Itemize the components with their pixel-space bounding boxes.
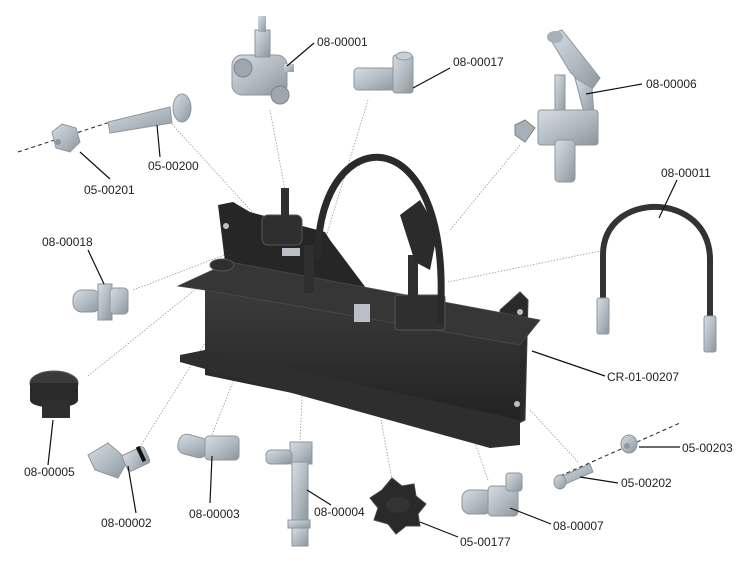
- leader-05-00177: [419, 521, 459, 538]
- plate-bolt: [223, 223, 229, 229]
- leader-05-00201: [79, 151, 111, 180]
- label-08-00011: 08-00011: [661, 166, 711, 180]
- reservoir-front: [205, 285, 520, 440]
- leader-08-00005: [47, 419, 54, 466]
- breather-on-tank: [209, 258, 235, 272]
- label-08-00006: 08-00006: [646, 77, 697, 91]
- label-05-00177: 05-00177: [460, 535, 511, 549]
- label-08-00004: 08-00004: [314, 505, 365, 519]
- leader-08-00017: [412, 67, 451, 89]
- axis-line-05-00203: [559, 422, 681, 477]
- label-CR-01-00207: CR-01-00207: [607, 370, 679, 384]
- swivel-on-tank: [282, 248, 300, 256]
- arched-hose: [314, 153, 445, 324]
- leader-08-00002: [127, 465, 137, 514]
- leader-08-00018: [87, 249, 105, 285]
- label-08-00007: 08-00007: [553, 519, 604, 533]
- label-08-00003: 08-00003: [189, 507, 240, 521]
- part-05-00200[interactable]: [107, 93, 192, 134]
- leader-08-00001: [286, 42, 315, 67]
- bracket-bolt: [517, 309, 523, 315]
- part-05-00201[interactable]: [51, 123, 81, 153]
- label-08-00001: 08-00001: [317, 35, 368, 49]
- axis-line-05-00201: [17, 121, 111, 153]
- explode-line-08-00002: [139, 251, 263, 448]
- reservoir-assembly[interactable]: [176, 153, 541, 448]
- part-05-00202[interactable]: [553, 463, 594, 490]
- part-labels: 08-00001 08-00017 08-00006 05-00200 05-0…: [24, 35, 733, 549]
- label-08-00018: 08-00018: [42, 235, 93, 249]
- leader-08-00011: [658, 179, 678, 219]
- leader-08-00004: [306, 489, 332, 506]
- leader-08-00007: [509, 507, 552, 525]
- part-08-00005[interactable]: [29, 370, 79, 418]
- part-08-00006[interactable]: [514, 29, 601, 183]
- bottom-flange: [180, 350, 520, 448]
- part-05-00203[interactable]: [620, 434, 638, 454]
- leader-05-00200: [156, 124, 161, 158]
- part-08-00002[interactable]: [87, 442, 151, 479]
- label-05-00200: 05-00200: [148, 159, 199, 173]
- label-08-00017: 08-00017: [453, 55, 504, 69]
- label-08-00005: 08-00005: [24, 465, 75, 479]
- part-08-00004[interactable]: [265, 441, 313, 547]
- label-05-00201: 05-00201: [84, 183, 135, 197]
- leader-08-00003: [209, 455, 213, 504]
- part-08-00001[interactable]: [231, 16, 294, 105]
- valve-stem: [281, 188, 289, 216]
- part-08-00011[interactable]: [596, 203, 717, 353]
- label-08-00002: 08-00002: [101, 516, 152, 530]
- axis-dashed-lines: [17, 121, 681, 477]
- explode-line-05-00202: [529, 409, 579, 463]
- part-08-00007[interactable]: [461, 472, 523, 517]
- part-08-00017[interactable]: [353, 51, 414, 94]
- explode-line-08-00011: [447, 249, 606, 283]
- leader-08-00006: [585, 83, 643, 95]
- pump-handle-on-tank: [400, 200, 438, 270]
- leader-05-00202: [579, 476, 619, 484]
- explode-line-08-00006: [449, 144, 521, 231]
- part-08-00003[interactable]: [176, 432, 240, 461]
- pump-piston: [408, 255, 418, 297]
- valve-on-tank: [261, 214, 303, 246]
- label-05-00202: 05-00202: [621, 476, 672, 490]
- tee-on-tank: [304, 245, 314, 293]
- leader-lines: [47, 42, 680, 538]
- part-05-00177[interactable]: [369, 477, 427, 535]
- label-05-00203: 05-00203: [682, 441, 733, 455]
- explode-line-05-00177: [361, 314, 393, 481]
- knob-on-tank: [354, 304, 370, 322]
- bracket-bolt: [514, 401, 520, 407]
- part-08-00018[interactable]: [72, 283, 129, 321]
- leader-CR-01-00207: [531, 350, 606, 377]
- pump-on-tank: [394, 294, 446, 331]
- explode-line-08-00001: [269, 109, 286, 191]
